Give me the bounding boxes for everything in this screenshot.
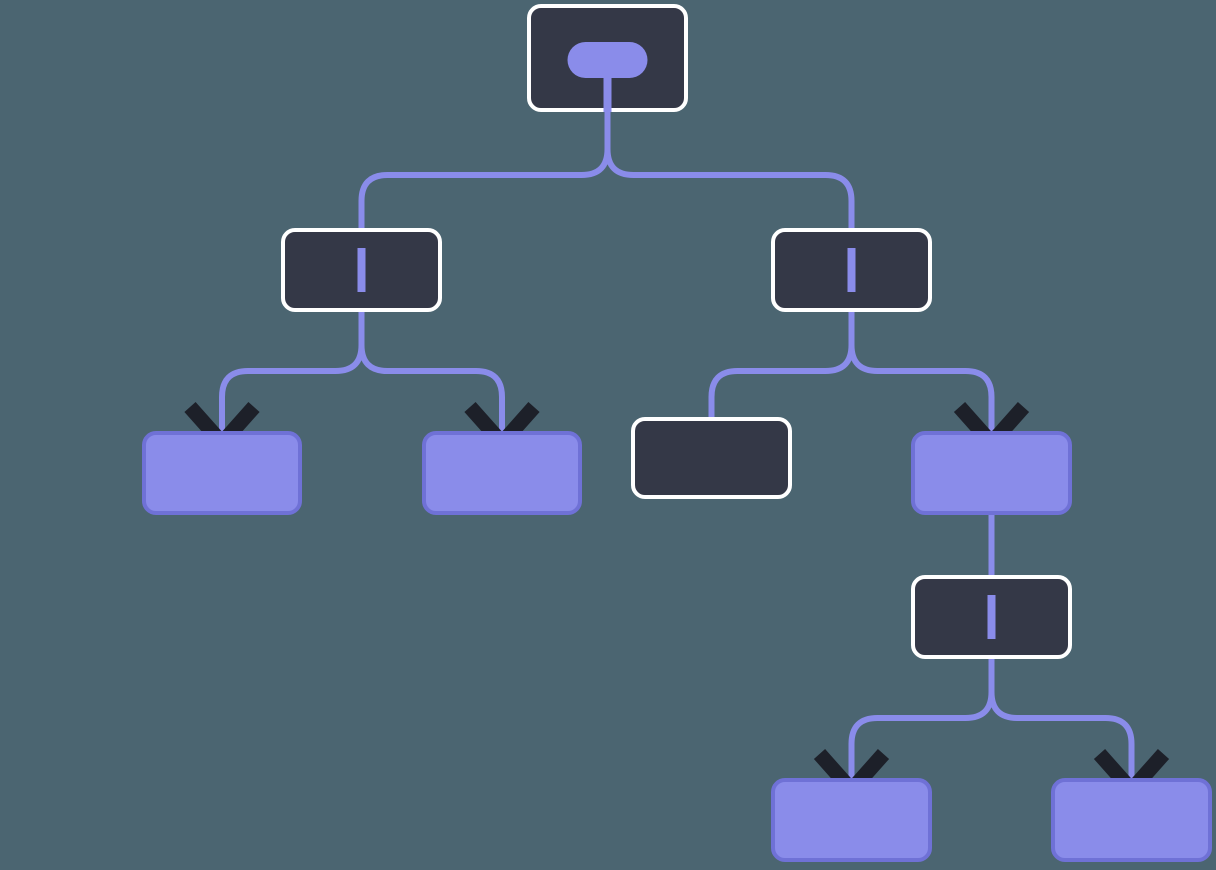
node-layer — [142, 4, 1212, 862]
node-body — [422, 431, 582, 515]
node-n8-purple-filled[interactable] — [771, 778, 932, 862]
stem-icon — [603, 74, 612, 112]
node-n2-dark-outlined[interactable] — [771, 228, 932, 312]
node-body — [911, 431, 1072, 515]
node-n6-purple-filled[interactable] — [911, 431, 1072, 515]
edge-n7-to-n9 — [988, 617, 1135, 820]
node-n4-purple-filled[interactable] — [422, 431, 582, 515]
node-body — [631, 417, 792, 499]
node-body — [1051, 778, 1212, 862]
node-n1-dark-outlined[interactable] — [281, 228, 442, 312]
node-body — [142, 431, 302, 515]
vertical-bar-icon — [357, 248, 366, 292]
edge-layer — [219, 58, 1135, 820]
node-n5-dark-outlined[interactable] — [631, 417, 792, 499]
edge-n0-to-n2 — [604, 58, 855, 270]
vertical-bar-icon — [987, 595, 996, 639]
edge-n1-to-n4 — [358, 270, 505, 473]
node-n9-purple-filled[interactable] — [1051, 778, 1212, 862]
pill-icon — [567, 42, 648, 78]
node-n3-purple-filled[interactable] — [142, 431, 302, 515]
node-body — [771, 778, 932, 862]
node-n0-dark-outlined[interactable] — [527, 4, 688, 112]
edge-n2-to-n6 — [848, 270, 995, 473]
node-n7-dark-outlined[interactable] — [911, 575, 1072, 659]
vertical-bar-icon — [847, 248, 856, 292]
